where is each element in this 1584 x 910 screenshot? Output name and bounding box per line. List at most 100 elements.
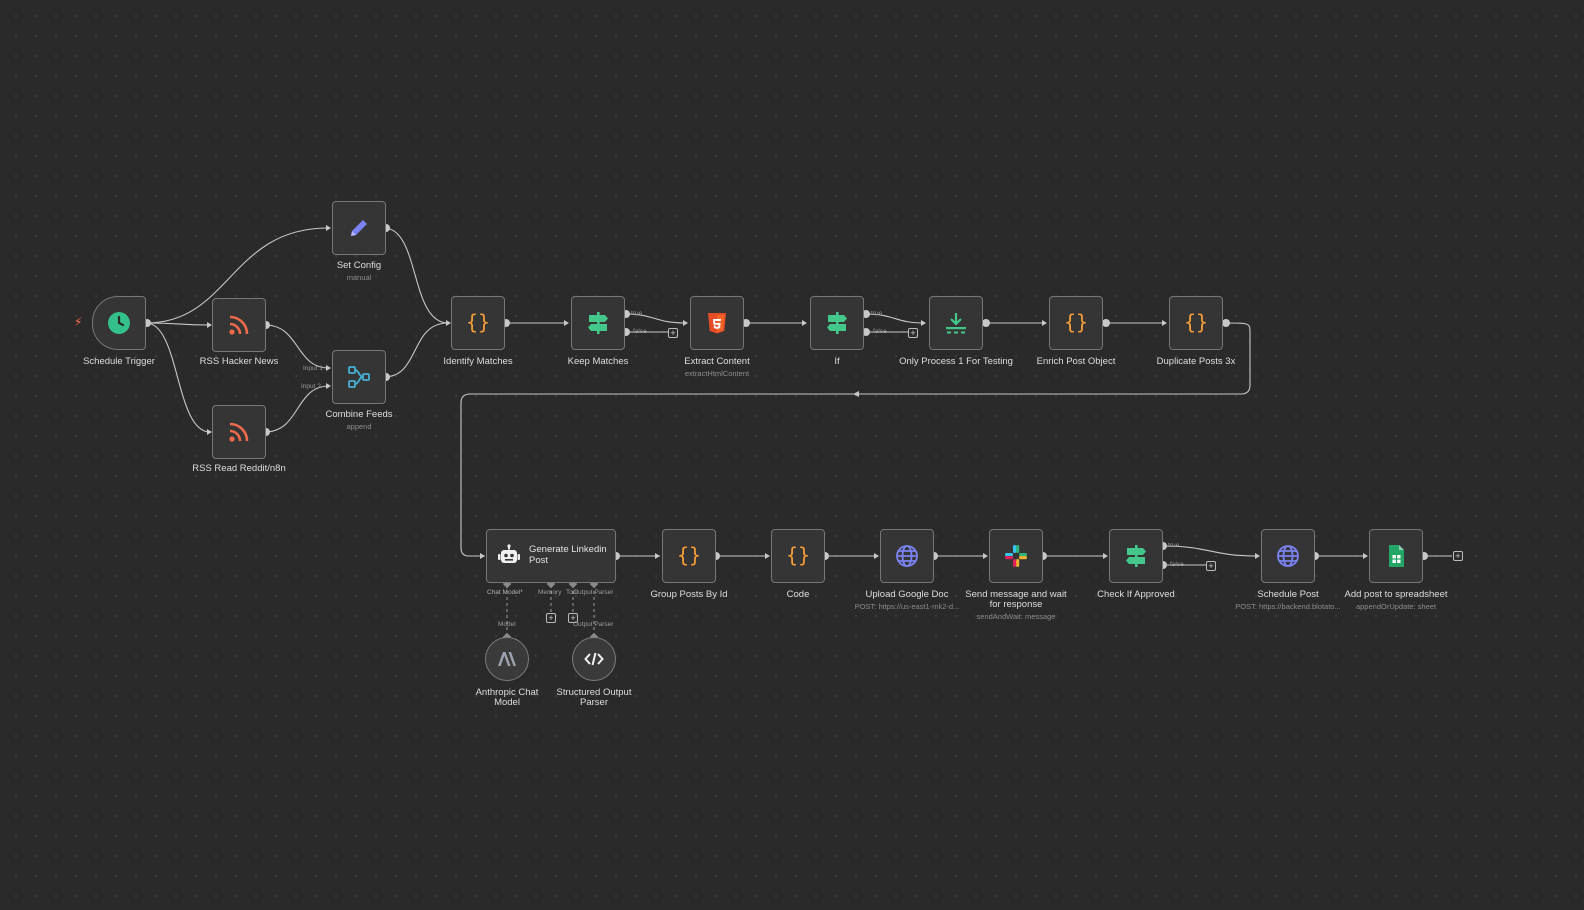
wire-hn-combine	[264, 324, 330, 369]
node-subtitle: sendAndWait: message	[976, 612, 1056, 621]
node-enrich-post[interactable]: {}	[1049, 296, 1103, 350]
node-label: Schedule Trigger	[83, 356, 155, 367]
node-generate-linkedin-post[interactable]: Generate Linkedin Post	[486, 529, 616, 583]
output-parser-port-label: Output Parser	[573, 621, 614, 628]
node-label: Combine Feeds	[325, 409, 393, 420]
wire-trigger-reddit	[145, 322, 211, 433]
node-anthropic-chat-model[interactable]	[485, 637, 529, 681]
slack-icon	[1005, 545, 1027, 567]
false-branch-label: false	[1170, 561, 1184, 568]
node-label: RSS Hacker News	[199, 356, 279, 367]
add-tool-plus-icon[interactable]: +	[568, 613, 578, 623]
node-label: Anthropic Chat Model	[475, 687, 539, 709]
memory-port-label: Memory	[538, 589, 562, 596]
node-title: Generate Linkedin Post	[529, 544, 607, 566]
wire-if-only	[864, 313, 925, 324]
node-structured-output-parser[interactable]	[572, 637, 616, 681]
google-sheets-icon	[1389, 545, 1404, 567]
svg-text:{}: {}	[1184, 311, 1208, 334]
globe-icon	[896, 545, 918, 567]
node-subtitle: appendOrUpdate: sheet	[1355, 602, 1437, 611]
node-group-posts[interactable]: {}	[662, 529, 716, 583]
add-node-plus-icon[interactable]: +	[908, 328, 918, 338]
wire-direction-arrow	[853, 391, 859, 397]
wire-setconfig-identify	[383, 227, 449, 324]
wire-reddit-combine	[264, 385, 330, 433]
rss-icon	[229, 315, 249, 335]
node-label: Extract Content	[684, 356, 750, 367]
code-tag-icon	[584, 652, 604, 666]
node-add-to-spreadsheet[interactable]	[1369, 529, 1423, 583]
node-upload-google-doc[interactable]	[880, 529, 934, 583]
node-rss-reddit[interactable]	[212, 405, 266, 459]
output-parser-port-label: Output Parser	[573, 589, 614, 596]
node-if[interactable]	[810, 296, 864, 350]
node-subtitle: manual	[346, 273, 372, 282]
node-schedule-trigger[interactable]	[92, 296, 146, 350]
add-node-plus-icon[interactable]: +	[1453, 551, 1463, 561]
code-braces-icon: {}	[677, 544, 701, 567]
node-subtitle: extractHtmlContent	[684, 369, 750, 378]
node-label: Identify Matches	[443, 356, 513, 367]
globe-icon	[1277, 545, 1299, 567]
wire-combine-identify	[383, 322, 449, 378]
node-combine-feeds[interactable]	[332, 350, 386, 404]
node-label: Enrich Post Object	[1036, 356, 1116, 367]
node-duplicate-posts[interactable]: {}	[1169, 296, 1223, 350]
clock-icon	[108, 312, 130, 334]
robot-icon	[498, 544, 520, 563]
add-memory-plus-icon[interactable]: +	[546, 613, 556, 623]
code-braces-icon: {}	[786, 544, 810, 567]
anthropic-icon	[498, 652, 516, 666]
node-extract-content[interactable]	[690, 296, 744, 350]
html5-icon	[708, 313, 726, 334]
node-label: Add post to spreadsheet	[1344, 589, 1448, 600]
add-node-plus-icon[interactable]: +	[1206, 561, 1216, 571]
wire-duplicate-generate	[460, 322, 1251, 557]
filter-signpost-icon	[1126, 545, 1146, 567]
add-node-plus-icon[interactable]: +	[668, 328, 678, 338]
code-braces-icon: {}	[1064, 311, 1088, 334]
input-2-label: Input 2	[301, 383, 321, 390]
true-branch-label: true	[1168, 542, 1180, 549]
node-rss-hacker-news[interactable]	[212, 298, 266, 352]
node-label: Only Process 1 For Testing	[899, 356, 1013, 367]
false-branch-label: false	[633, 328, 647, 335]
node-label: If	[834, 356, 840, 367]
filter-signpost-icon	[588, 312, 608, 334]
trigger-bolt-icon: ⚡	[74, 315, 83, 329]
node-label: Group Posts By Id	[650, 589, 728, 600]
node-label: Upload Google Doc	[865, 589, 949, 600]
wire-trigger-hn	[145, 322, 211, 326]
wire-check-schedule	[1162, 545, 1259, 557]
svg-text:{}: {}	[466, 311, 490, 334]
node-send-message[interactable]	[989, 529, 1043, 583]
node-label: Duplicate Posts 3x	[1156, 356, 1236, 367]
node-code[interactable]: {}	[771, 529, 825, 583]
port-arrows	[207, 225, 1368, 559]
wire-keep-extract	[624, 313, 686, 324]
code-braces-icon: {}	[466, 311, 490, 334]
node-check-if-approved[interactable]	[1109, 529, 1163, 583]
node-subtitle: POST: https://us-east1-mk2-d...	[854, 602, 960, 611]
wire-trigger-setconfig	[145, 227, 329, 324]
node-identify-matches[interactable]: {}	[451, 296, 505, 350]
node-set-config[interactable]	[332, 201, 386, 255]
limit-download-icon	[946, 313, 966, 334]
chat-model-port-label: Chat Model*	[487, 589, 523, 596]
model-port-label: Model	[498, 621, 516, 628]
pencil-icon	[351, 220, 367, 236]
node-schedule-post[interactable]	[1261, 529, 1315, 583]
node-label: Code	[786, 589, 810, 600]
node-only-process[interactable]	[929, 296, 983, 350]
rss-icon	[229, 422, 249, 442]
svg-text:{}: {}	[677, 544, 701, 567]
node-label: RSS Read Reddit/n8n	[192, 463, 286, 474]
filter-signpost-icon	[827, 312, 847, 334]
node-subtitle: append	[346, 422, 372, 431]
true-branch-label: true	[871, 310, 883, 317]
node-keep-matches[interactable]	[571, 296, 625, 350]
node-label: Keep Matches	[567, 356, 629, 367]
true-branch-label: true	[631, 310, 643, 317]
tool-port-label: Tool	[566, 589, 578, 596]
